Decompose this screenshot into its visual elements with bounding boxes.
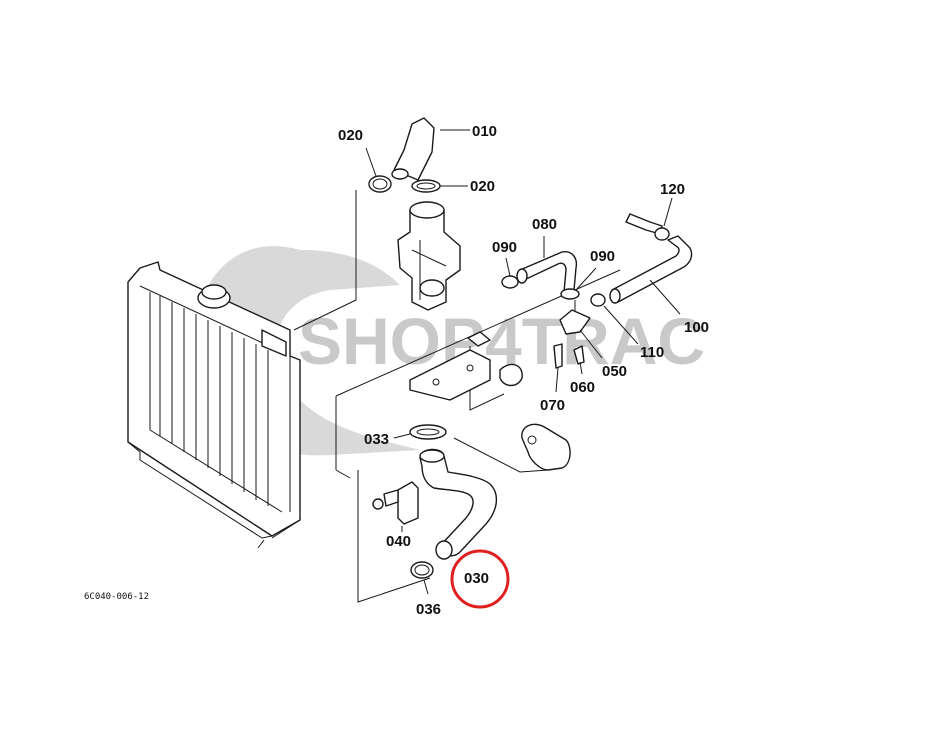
upper-hose-010-drawing [391, 117, 435, 181]
engine-outline [293, 190, 621, 603]
bracket-040-drawing [372, 481, 419, 525]
joint-050-drawing [559, 300, 591, 335]
callout-030: 030 [464, 570, 489, 587]
callout-036: 036 [416, 601, 441, 618]
clamp-090-left-drawing [501, 275, 519, 289]
callout-090-right: 090 [590, 248, 615, 265]
bracket-plate-drawing [409, 331, 523, 401]
clamp-110-drawing [590, 293, 606, 307]
clamp-020-right-drawing [411, 179, 441, 193]
callout-010: 010 [472, 123, 497, 140]
callout-040: 040 [386, 533, 411, 550]
bolt-070-drawing [553, 343, 563, 369]
thermostat-housing-drawing [397, 201, 461, 311]
pipe-120-drawing [625, 213, 670, 241]
clamp-090-right-drawing [560, 288, 580, 300]
callout-033: 033 [364, 431, 389, 448]
callout-020-right: 020 [470, 178, 495, 195]
callout-080: 080 [532, 216, 557, 233]
leader-lines [365, 129, 681, 595]
callout-090-left: 090 [492, 239, 517, 256]
highlight-circle [450, 549, 510, 609]
callout-070: 070 [540, 397, 565, 414]
callout-110: 110 [640, 344, 664, 361]
clamp-036-drawing [410, 561, 434, 579]
water-outlet-drawing [453, 423, 571, 473]
bypass-hose-080-drawing [516, 251, 578, 293]
callout-060: 060 [570, 379, 595, 396]
heater-hose-100-drawing [609, 235, 693, 304]
callout-100: 100 [684, 319, 709, 336]
lower-hose-030-drawing [419, 448, 497, 560]
clamp-033-drawing [409, 424, 447, 440]
callout-labels: 010 020 020 080 090 090 120 100 110 050 … [338, 123, 709, 618]
callout-020-left: 020 [338, 127, 363, 144]
callout-050: 050 [602, 363, 627, 380]
bolt-060-drawing [573, 345, 585, 365]
watermark-text: SHOP4TRAC [298, 304, 705, 378]
drawing-code: 6C040-006-12 [84, 592, 149, 602]
radiator-drawing [127, 261, 301, 549]
callout-120: 120 [660, 181, 685, 198]
clamp-020-left-drawing [368, 175, 392, 193]
